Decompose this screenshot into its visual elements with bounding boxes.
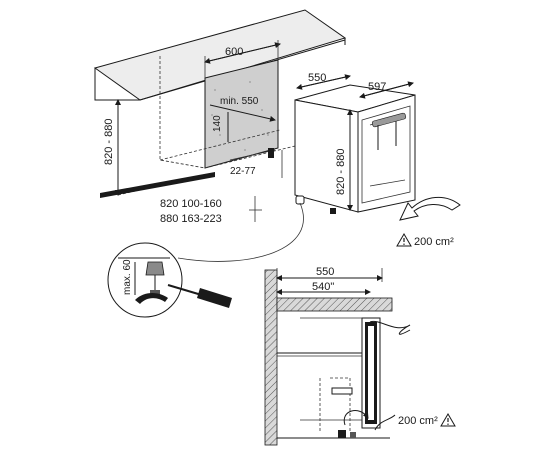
- dim-height-820-880-left: 820 - 880: [103, 119, 115, 165]
- dim-unit-820-880-label: 820 - 880: [335, 149, 347, 195]
- section-dim-540-label: 540": [312, 281, 334, 293]
- section-worktop: [276, 297, 393, 312]
- worktop-front-edge: [94, 68, 140, 101]
- appliance-foot: [330, 208, 336, 214]
- door-handle: [371, 112, 407, 128]
- dim-600-label: 600: [225, 46, 243, 58]
- warning-triangle-icon: [440, 413, 456, 427]
- table-row-820: 820 100-160: [160, 198, 222, 210]
- warning-triangle-icon: [396, 233, 412, 247]
- table-row-880: 880 163-223: [160, 213, 222, 225]
- airflow-bottom-arrow-icon: [343, 410, 369, 426]
- rotate-arrow-icon: [135, 293, 168, 304]
- dim-unit-550-label: 550: [308, 72, 326, 84]
- dim-min-550-label: min. 550: [220, 96, 259, 107]
- airflow-arrow-icon: [399, 197, 461, 221]
- section-view: 550 540" 200 cm²: [264, 266, 456, 446]
- appliance-side: [294, 99, 359, 213]
- foot-adjuster: [295, 195, 305, 205]
- screwdriver-icon: [167, 284, 232, 308]
- dim-22-77-label: 22-77: [230, 166, 256, 177]
- wall: [264, 269, 278, 446]
- detail-leader: [177, 202, 304, 262]
- height-table: 820 100-160 880 163-223: [160, 196, 262, 225]
- hinge-bracket: [268, 148, 274, 158]
- vent-area-bottom-label: 200 cm²: [398, 415, 438, 427]
- max-60-label: max. 60: [122, 259, 133, 295]
- vent-area-top-label: 200 cm²: [414, 236, 454, 248]
- foot-nut: [145, 261, 165, 276]
- niche-back-panel: [204, 59, 279, 169]
- dim-140-label: 140: [212, 115, 223, 132]
- plinth-strip: [100, 172, 215, 198]
- appliance-unit: 550 597 820 - 880: [294, 72, 416, 214]
- airflow-top: 200 cm²: [396, 197, 461, 248]
- section-dim-550-label: 550: [316, 266, 334, 278]
- dim-unit-597-label: 597: [368, 81, 386, 93]
- panel-texture: [211, 81, 269, 151]
- foot-detail: max. 60: [107, 242, 232, 318]
